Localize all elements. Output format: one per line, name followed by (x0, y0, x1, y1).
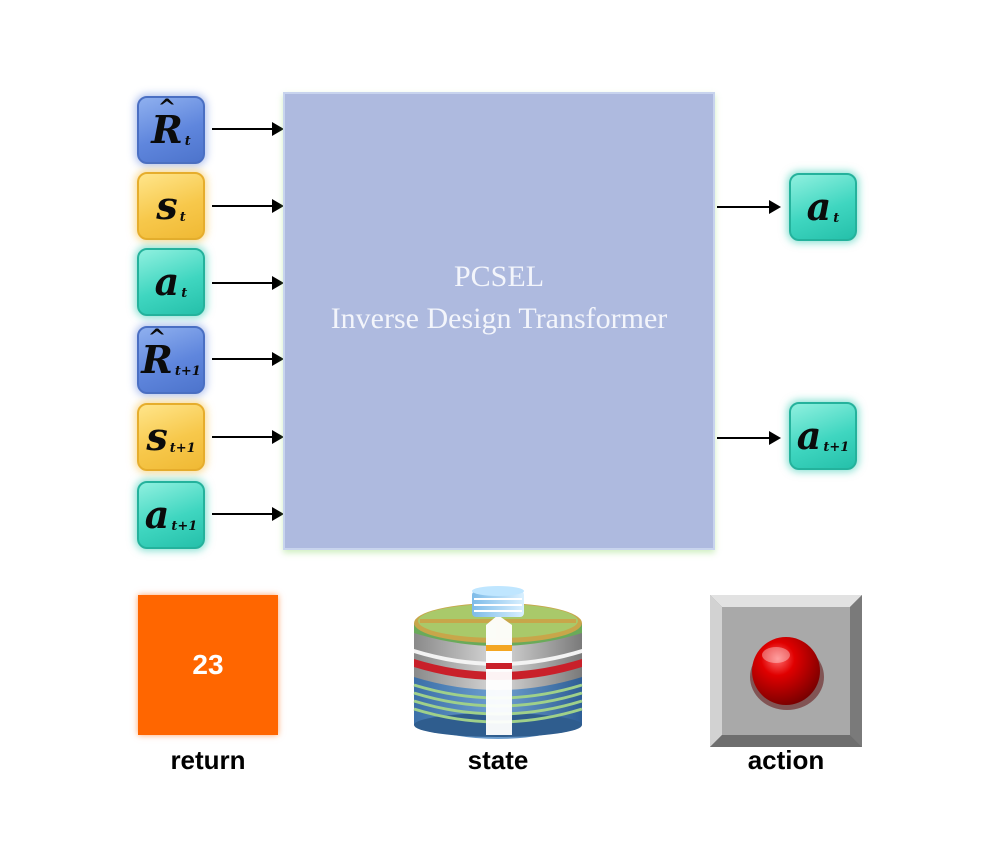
return-value: 23 (192, 649, 224, 680)
output-arrow (717, 200, 781, 214)
red-push-button-icon (710, 595, 862, 747)
transformer-title: PCSEL (453, 260, 545, 293)
token-subscript: t+1 (171, 518, 198, 534)
hat-mark: ^ (147, 325, 167, 351)
token-symbol: s (156, 183, 178, 228)
input-arrow (212, 430, 284, 444)
token-symbol: a (796, 413, 822, 458)
token-subscript: t (179, 209, 186, 225)
token-subscript: t (184, 133, 191, 149)
return-legend-icon: 23 (138, 595, 278, 735)
token-symbol: R (141, 337, 173, 382)
input-arrow (212, 122, 284, 136)
token-symbol: s (146, 414, 168, 459)
return-label: return (170, 745, 246, 775)
input-arrow (212, 276, 284, 290)
token-subscript: t+1 (823, 439, 850, 455)
layered-device-icon (413, 586, 583, 739)
action-label: action (747, 745, 825, 775)
output-arrow (717, 431, 781, 445)
token-subscript: t+1 (174, 363, 201, 379)
input-arrow (212, 507, 284, 521)
token-subscript: t (181, 285, 188, 301)
state-label: state (467, 745, 529, 775)
token-subscript: t (833, 210, 840, 226)
token-symbol: a (806, 184, 832, 229)
token-symbol: a (144, 492, 170, 537)
transformer-subtitle: Inverse Design Transformer (330, 302, 668, 335)
hat-mark: ^ (157, 95, 177, 121)
token-symbol: a (154, 259, 180, 304)
token-symbol: R (151, 107, 183, 152)
transformer-block: PCSEL Inverse Design Transformer (283, 92, 715, 550)
input-arrow (212, 352, 284, 366)
token-subscript: t+1 (169, 440, 196, 456)
input-arrow (212, 199, 284, 213)
